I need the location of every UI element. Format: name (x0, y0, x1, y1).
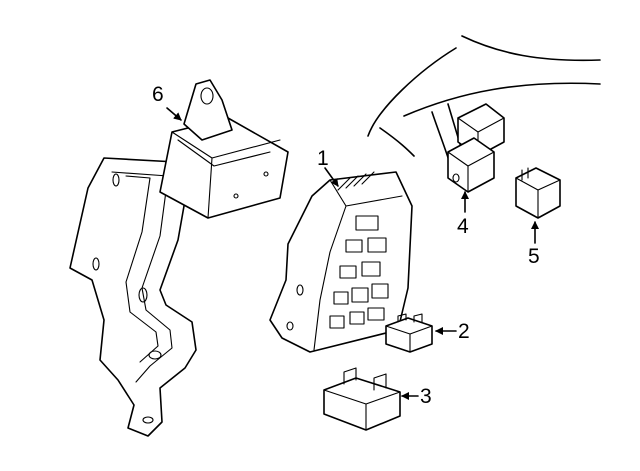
mounting-bracket (69, 79, 289, 437)
callout-3: 3 (420, 385, 432, 408)
callout-1: 1 (317, 147, 329, 170)
small-fuse (385, 313, 433, 353)
callout-5: 5 (528, 245, 540, 268)
callout-arrows (166, 107, 539, 400)
callout-arrow-1 (324, 167, 339, 187)
callout-2: 2 (458, 320, 470, 343)
mini-relay (515, 167, 561, 219)
callout-arrow-6 (166, 107, 182, 121)
callout-4: 4 (457, 215, 469, 238)
callout-6: 6 (152, 83, 164, 106)
relay-assembly (367, 35, 601, 193)
fuse-relay-box (269, 171, 413, 353)
large-fuse (323, 367, 401, 431)
